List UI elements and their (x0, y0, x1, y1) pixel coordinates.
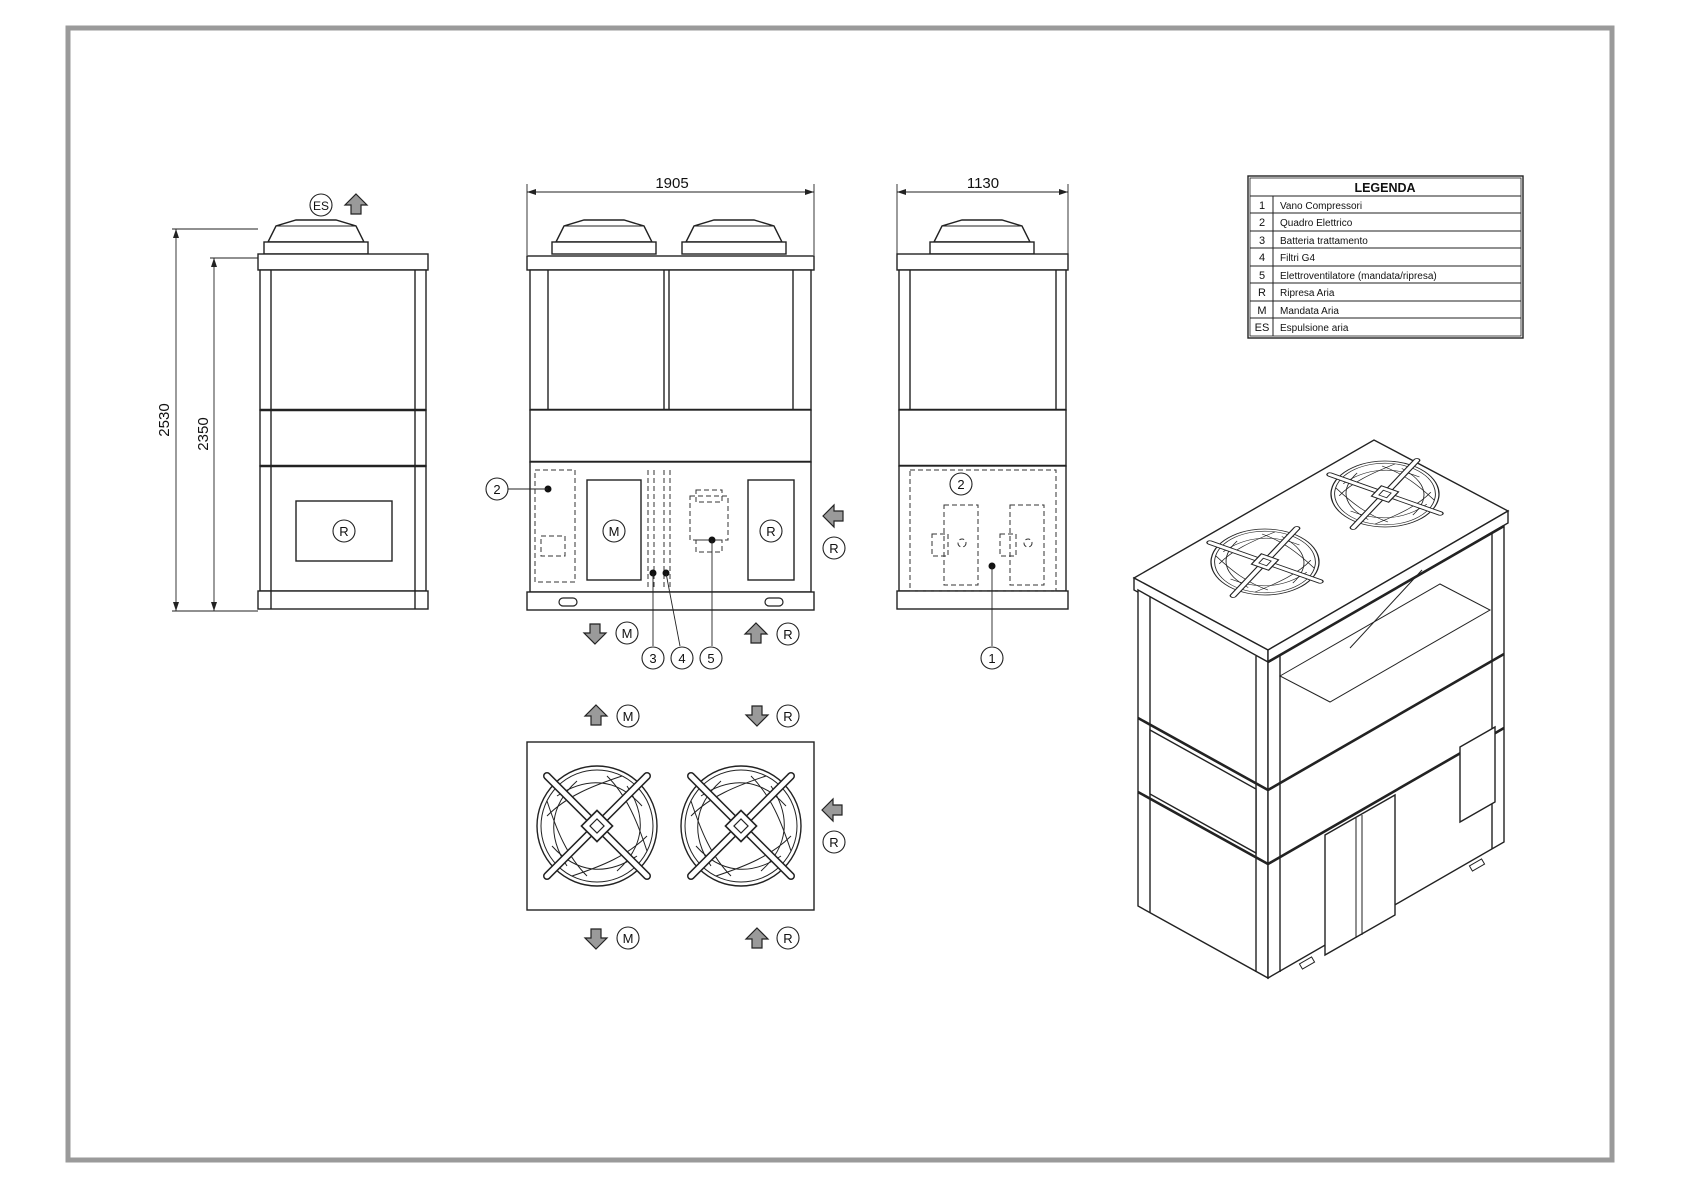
callout-r-right-front: R (829, 541, 838, 556)
dim-width-side: 1130 (967, 175, 999, 192)
legend-code-1: 1 (1259, 200, 1265, 212)
legend-code-es: ES (1255, 322, 1270, 334)
return-side-arrow-icon (823, 505, 843, 527)
front-view: 1905 M R 2 (486, 175, 845, 669)
legend-text-r: Ripresa Aria (1280, 288, 1335, 299)
callout-2-front: 2 (493, 482, 500, 497)
return-left-arrow-icon (822, 799, 842, 821)
callout-r-right-top: R (829, 835, 838, 850)
legend-title: LEGENDA (1354, 181, 1415, 195)
callout-r-label: R (339, 524, 348, 539)
supply-arrow-icon (584, 624, 606, 644)
callout-3: 3 (649, 651, 656, 666)
callout-es-label: ES (313, 199, 329, 213)
legend-code-r: R (1258, 287, 1266, 299)
exhaust-arrow-icon (345, 194, 367, 214)
supply-down-arrow-icon (585, 929, 607, 949)
callout-2-side: 2 (957, 477, 964, 492)
side-view-left: R ES 2530 2350 (156, 194, 428, 611)
side-view-right: 1130 2 1 (897, 175, 1068, 669)
legend-text-3: Batteria trattamento (1280, 236, 1368, 247)
legend-code-m: M (1257, 305, 1266, 317)
callout-r-below-top: R (783, 931, 792, 946)
callout-r-front: R (766, 524, 775, 539)
legend-text-2: Quadro Elettrico (1280, 218, 1353, 229)
supply-up-arrow-icon (585, 705, 607, 725)
legend-code-4: 4 (1259, 252, 1265, 264)
legend-code-5: 5 (1259, 270, 1265, 282)
legend-text-5: Elettroventilatore (mandata/ripresa) (1280, 271, 1437, 282)
callout-r-top-view: R (783, 709, 792, 724)
legend-text-m: Mandata Aria (1280, 306, 1339, 317)
legend-code-3: 3 (1259, 235, 1265, 247)
callout-r-below-front: R (783, 627, 792, 642)
legend-text-4: Filtri G4 (1280, 253, 1315, 264)
callout-5: 5 (707, 651, 714, 666)
return-up-arrow-icon (746, 928, 768, 948)
dim-height-total: 2530 (156, 403, 173, 436)
top-view: M R R M R (527, 705, 845, 949)
callout-m-top-view: M (623, 709, 634, 724)
return-arrow-icon (745, 623, 767, 643)
callout-4: 4 (678, 651, 685, 666)
callout-m-below-front: M (622, 626, 633, 641)
isometric-view (1134, 440, 1508, 978)
return-down-arrow-icon (746, 706, 768, 726)
legend-table: LEGENDA 1 Vano Compressori 2 Quadro Elet… (1248, 176, 1523, 338)
dim-height-body: 2350 (195, 417, 212, 450)
legend-code-2: 2 (1259, 217, 1265, 229)
callout-m-below-top: M (623, 931, 634, 946)
callout-m-front: M (609, 524, 620, 539)
legend-text-es: Espulsione aria (1280, 323, 1349, 334)
dim-width-front: 1905 (655, 175, 688, 192)
callout-1: 1 (988, 651, 995, 666)
legend-text-1: Vano Compressori (1280, 201, 1362, 212)
